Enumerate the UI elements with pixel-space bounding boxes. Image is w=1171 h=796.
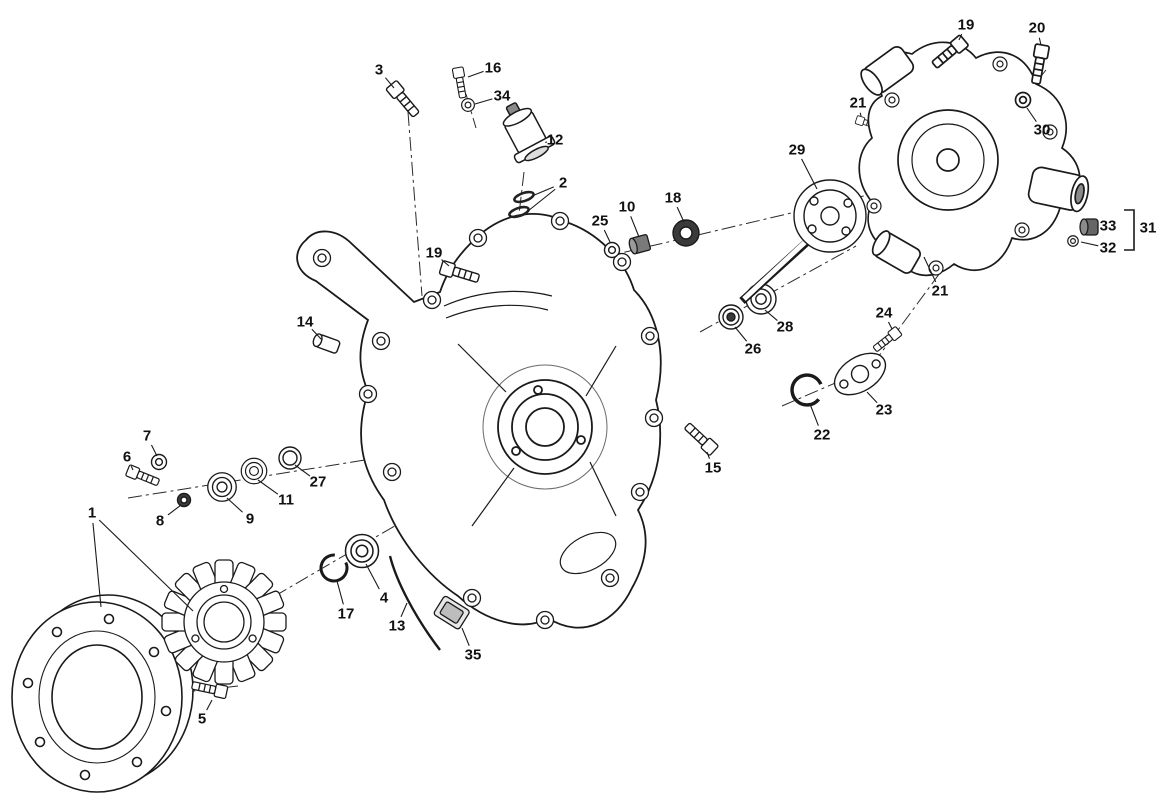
pump-flange-lugs [866, 56, 1058, 276]
callout-26: 26 [744, 340, 762, 358]
cover-gasket [388, 555, 441, 651]
cover-bolt-bosses [312, 211, 664, 630]
callout-2: 2 [558, 174, 568, 192]
callout-19: 19 [425, 244, 443, 262]
callout-9: 9 [245, 510, 255, 528]
water-pump-body [858, 33, 1135, 277]
bushing-10 [628, 234, 651, 255]
callout-35: 35 [464, 646, 482, 664]
washer-7 [150, 453, 168, 471]
shaft-seal-18 [672, 219, 700, 247]
flywheel-rotor [11, 594, 194, 793]
callout-4: 4 [379, 589, 389, 607]
callout-25: 25 [591, 212, 609, 230]
callout-24: 24 [875, 304, 893, 322]
callout-34: 34 [493, 87, 511, 105]
bearing-4 [344, 533, 380, 569]
callout-18: 18 [664, 189, 682, 207]
bolt-3 [385, 79, 423, 120]
callout-7: 7 [142, 427, 152, 445]
callout-21: 21 [931, 282, 949, 300]
cover-ribs [443, 290, 617, 575]
bearing-11 [240, 457, 268, 485]
bracket-31 [1124, 209, 1135, 251]
callout-27: 27 [309, 473, 327, 491]
callout-3: 3 [374, 61, 384, 79]
callout-5: 5 [197, 710, 207, 728]
bolt-15 [681, 420, 720, 457]
o-ring-8 [176, 492, 192, 508]
callout-8: 8 [155, 512, 165, 530]
callout-21: 21 [849, 94, 867, 112]
oval-flange-23 [833, 352, 887, 396]
callout-16: 16 [484, 59, 502, 77]
o-ring-2a [513, 190, 535, 204]
washer-32 [1067, 235, 1079, 247]
circlip-22 [784, 367, 830, 413]
pump-drive-flange-29 [793, 179, 867, 253]
bolt-24 [870, 325, 903, 355]
washer-25 [603, 241, 621, 259]
callout-14: 14 [296, 313, 314, 331]
washer-34 [461, 98, 475, 112]
seal-26 [718, 304, 744, 330]
callout-20: 20 [1028, 19, 1046, 37]
callout-23: 23 [875, 401, 893, 419]
o-ring-2b [508, 205, 530, 219]
callout-10: 10 [618, 198, 636, 216]
callout-11: 11 [278, 491, 294, 509]
dowel-pin-14 [312, 333, 341, 354]
callout-28: 28 [776, 318, 794, 336]
cover-inspection-plate [433, 595, 470, 630]
pump-outlet-top [860, 46, 915, 96]
callout-6: 6 [122, 448, 132, 466]
callout-leader-lines [92, 33, 1099, 711]
spacer-ring-27 [278, 446, 302, 470]
callout-12: 12 [546, 131, 564, 149]
bearing-9 [207, 472, 237, 502]
bolt-16 [451, 66, 469, 100]
callout-29: 29 [788, 141, 806, 159]
callout-32: 32 [1099, 239, 1117, 257]
generator-cover [296, 211, 664, 651]
callout-13: 13 [388, 617, 406, 635]
thermostat-cluster [385, 66, 556, 219]
callout-30: 30 [1033, 121, 1051, 139]
callout-1: 1 [87, 504, 97, 522]
callout-15: 15 [704, 459, 722, 477]
stator-winding [161, 559, 287, 685]
callout-31: 31 [1139, 219, 1157, 237]
pump-shaft-chain [438, 115, 939, 457]
plug-33 [1079, 218, 1099, 236]
callout-22: 22 [813, 426, 831, 444]
left-parts-chain [124, 333, 380, 700]
callout-33: 33 [1099, 217, 1117, 235]
callout-19: 19 [957, 16, 975, 34]
pump-outlet-lower [871, 230, 921, 274]
washer-30 [1014, 91, 1032, 109]
callout-17: 17 [337, 605, 355, 623]
thermostat-valve [502, 102, 556, 164]
bolt-20 [1028, 42, 1051, 86]
pump-outlet-right [1027, 166, 1090, 213]
